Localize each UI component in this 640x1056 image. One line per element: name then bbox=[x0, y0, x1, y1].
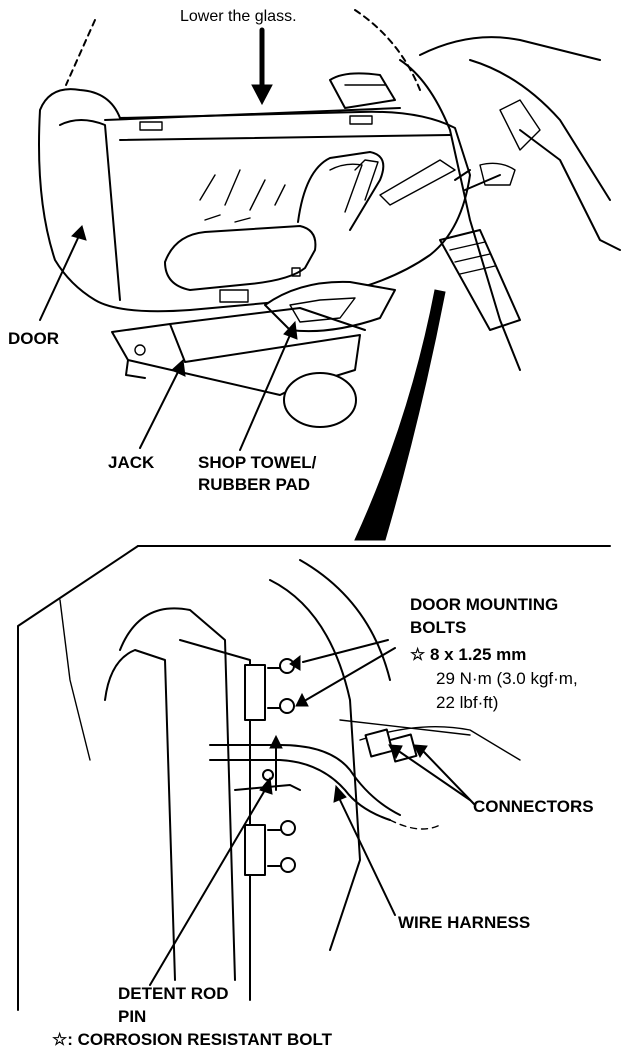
corrosion-legend: ☆: CORROSION RESISTANT BOLT bbox=[52, 1030, 332, 1049]
rubber-pad-label: RUBBER PAD bbox=[198, 475, 311, 494]
inner-pillar-line bbox=[469, 59, 611, 201]
wire-harness-tail bbox=[389, 819, 441, 830]
jack-saddle-edge bbox=[169, 307, 366, 331]
door-top-rail bbox=[104, 107, 401, 121]
bolt-lower-1 bbox=[267, 820, 296, 836]
pin-label: PIN bbox=[118, 1007, 147, 1026]
detail-door-panel bbox=[179, 639, 251, 1001]
door-handle bbox=[329, 163, 363, 213]
door-illustration bbox=[38, 9, 471, 313]
view-link-sweep bbox=[354, 289, 446, 541]
door-clip-left bbox=[139, 121, 163, 131]
wire-harness-top bbox=[209, 744, 401, 816]
jack-pivot bbox=[134, 344, 146, 356]
lower-hinge-plate bbox=[244, 824, 266, 876]
hinge-bracket bbox=[499, 99, 541, 151]
detail-door-seal bbox=[59, 599, 91, 761]
door-mounting-label: DOOR MOUNTING bbox=[410, 595, 559, 614]
sill-plate bbox=[439, 229, 521, 331]
door-handle-bezel bbox=[297, 151, 385, 231]
arrow-wire-harness bbox=[333, 784, 396, 916]
door-clip-right bbox=[349, 115, 373, 125]
connector-bracket-line bbox=[339, 719, 471, 736]
jack-foot bbox=[125, 359, 146, 379]
wire-connector-top bbox=[479, 162, 516, 186]
towel-folds bbox=[289, 297, 356, 323]
detail-pillar-face bbox=[269, 579, 361, 951]
arrow-detent-up bbox=[269, 734, 283, 791]
bolt-upper-1 bbox=[267, 658, 295, 674]
bolt-lower-2 bbox=[267, 857, 296, 873]
door-texture-marks bbox=[199, 169, 286, 223]
power-window-switch bbox=[379, 159, 456, 206]
arrow-door bbox=[39, 225, 87, 321]
door-edge bbox=[59, 119, 121, 301]
door-pocket bbox=[219, 289, 249, 303]
roof-line bbox=[419, 36, 601, 61]
arrow-shop-towel bbox=[239, 320, 298, 451]
arrow-connectors-2 bbox=[413, 744, 475, 805]
door-screw-hole bbox=[291, 267, 301, 277]
window-frame-dashed-right bbox=[354, 9, 421, 91]
detent-rod-label: DETENT ROD bbox=[118, 984, 229, 1003]
detail-door-inner bbox=[104, 649, 176, 981]
wire-lead bbox=[454, 169, 501, 191]
jack-label: JACK bbox=[108, 453, 155, 472]
detail-frame-left bbox=[17, 545, 139, 1011]
bolt-size-spec: ☆ 8 x 1.25 mm bbox=[410, 645, 527, 664]
detent-rod bbox=[234, 784, 301, 791]
body-edge bbox=[519, 129, 621, 251]
door-armrest bbox=[164, 225, 317, 291]
arrow-lower-glass bbox=[251, 27, 273, 106]
bolt-upper-2 bbox=[267, 698, 295, 714]
connectors-label: CONNECTORS bbox=[473, 797, 594, 816]
door-label: DOOR bbox=[8, 329, 59, 348]
detail-door-outer bbox=[119, 607, 236, 981]
car-body-pillar bbox=[399, 36, 621, 371]
detail-frame bbox=[17, 545, 611, 1011]
window-frame-dashed-left bbox=[65, 19, 96, 86]
arrow-jack bbox=[139, 358, 186, 449]
bolt-torque-imperial: 22 lbf·ft) bbox=[436, 693, 499, 712]
arrow-connectors-1 bbox=[388, 744, 471, 801]
shop-towel-label: SHOP TOWEL/ bbox=[198, 453, 317, 472]
connector-1 bbox=[364, 728, 394, 758]
wire-harness-bottom bbox=[209, 759, 391, 821]
upper-hinge-plate bbox=[244, 664, 266, 721]
wire-harness-label: WIRE HARNESS bbox=[398, 913, 531, 932]
detail-pillar-curve bbox=[299, 559, 391, 681]
jack-wheel bbox=[283, 372, 357, 428]
arrow-detent-rod bbox=[149, 776, 273, 986]
detail-door-edge bbox=[59, 599, 251, 1001]
side-mirror bbox=[329, 72, 396, 109]
bolts-label: BOLTS bbox=[410, 618, 467, 637]
bolt-torque-spec: 29 N·m (3.0 kgf·m, bbox=[436, 669, 578, 688]
detent-rod-pin bbox=[262, 769, 274, 781]
arrow-bolts-2 bbox=[295, 647, 396, 707]
arrow-bolts-1 bbox=[289, 639, 389, 671]
sill-ribs bbox=[449, 241, 496, 275]
door-lock-knob bbox=[354, 159, 379, 201]
instruction-lower-glass: Lower the glass. bbox=[180, 8, 297, 25]
door-upper-trim bbox=[119, 134, 451, 141]
pillar-front-edge bbox=[399, 59, 521, 371]
